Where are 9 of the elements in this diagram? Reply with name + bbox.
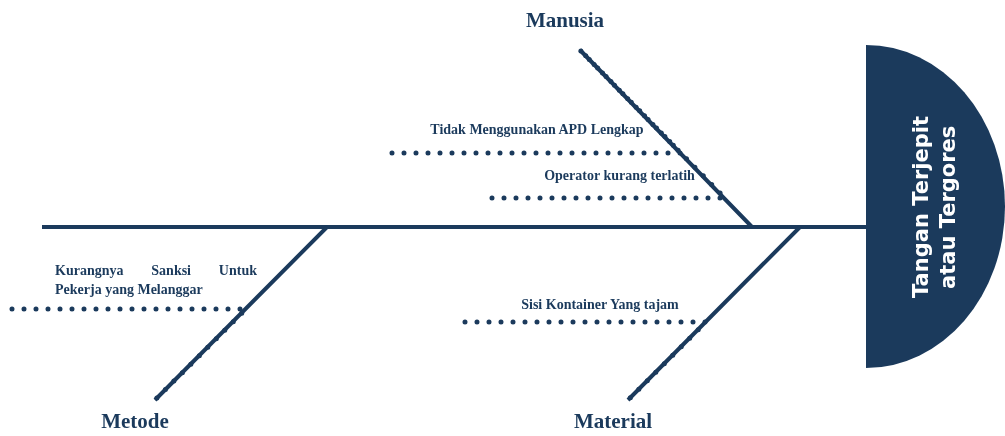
cause-label: Kurangnya Sanksi Untuk Pekerja yang Melanggar bbox=[55, 262, 257, 299]
cause-label: Tidak Menggunakan APD Lengkap bbox=[429, 121, 645, 139]
cause-label: Operator kurang terlatih bbox=[543, 167, 696, 185]
effect-label: Tangan Terjepit atau Tergores bbox=[908, 114, 962, 300]
category-label: Metode bbox=[100, 409, 170, 434]
category-label: Material bbox=[572, 409, 654, 434]
bone-line bbox=[626, 225, 866, 402]
cause-label: Sisi Kontainer Yang tajam bbox=[520, 296, 680, 314]
category-label: Manusia bbox=[524, 8, 606, 33]
